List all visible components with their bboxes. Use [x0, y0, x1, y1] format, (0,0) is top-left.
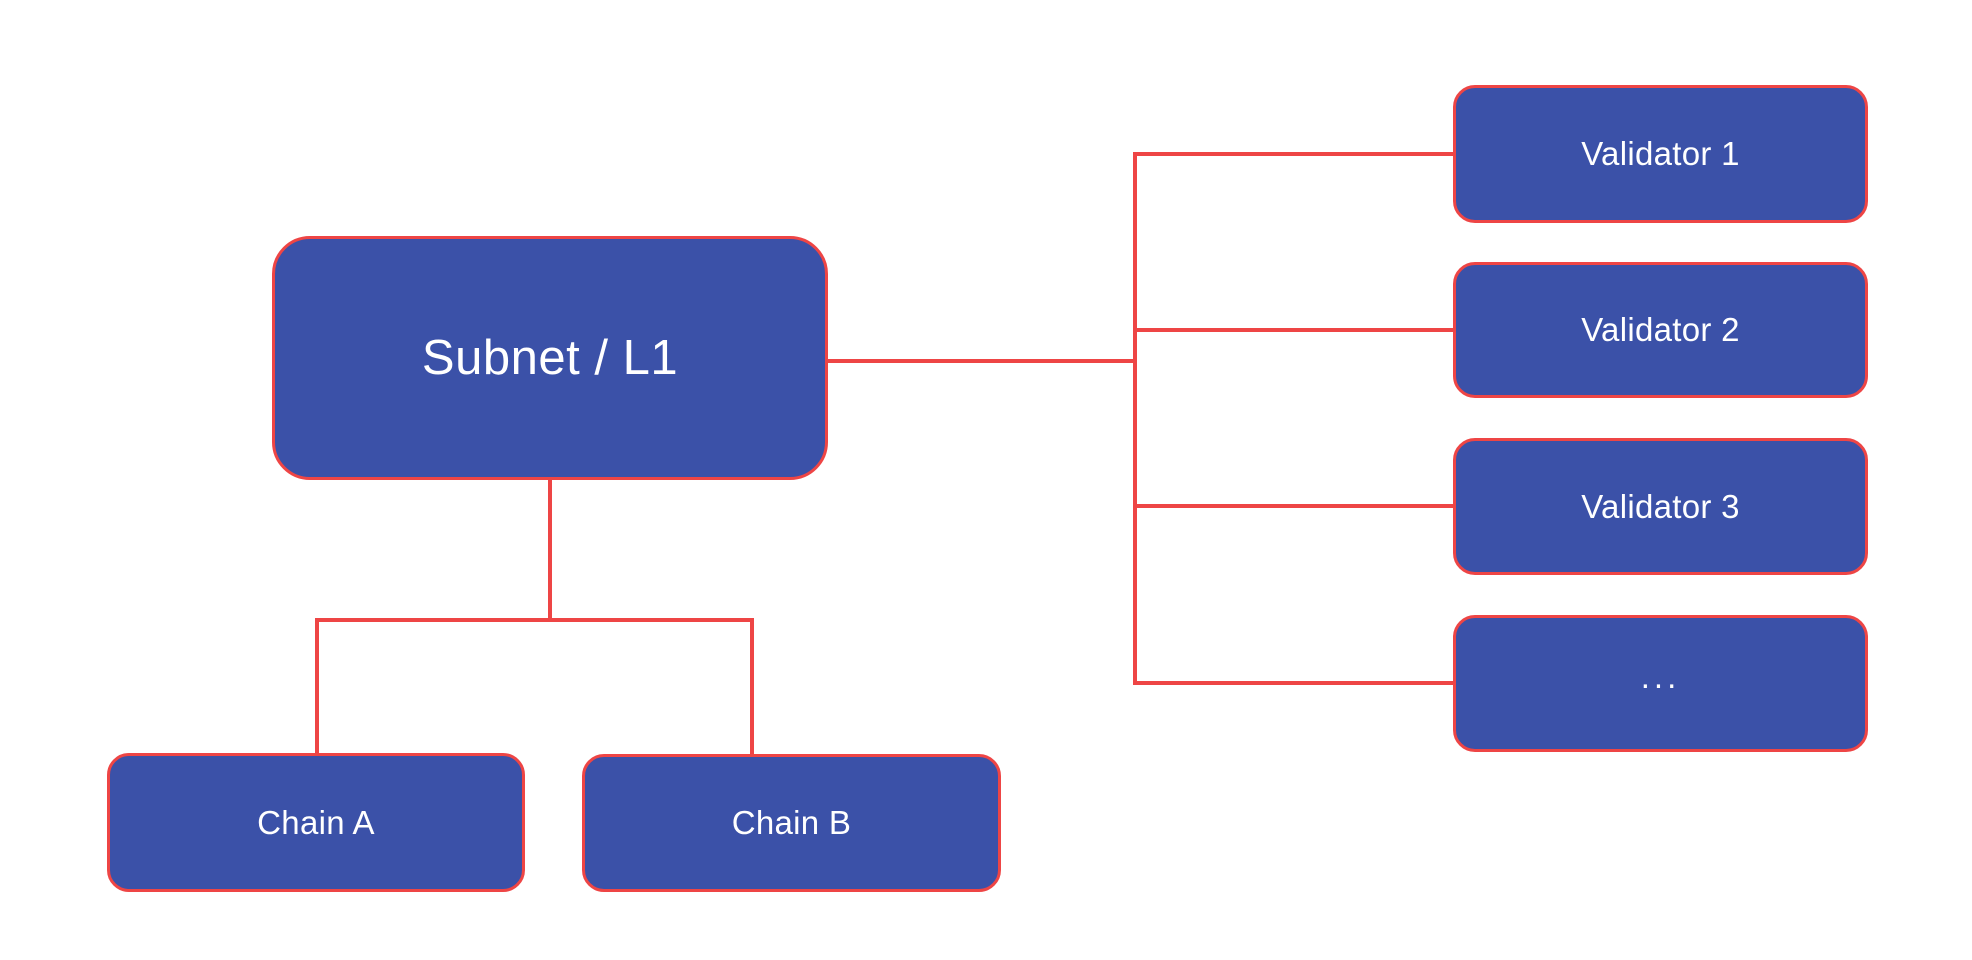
node-subnet-l1-label: Subnet / L1	[421, 331, 679, 385]
node-validator-2: Validator 2	[1453, 262, 1868, 398]
node-validator-1: Validator 1	[1453, 85, 1868, 223]
edge-subnet-to-chains-bar	[548, 478, 552, 622]
node-chain-b: Chain B	[582, 754, 1001, 892]
node-subnet-l1: Subnet / L1	[272, 236, 828, 480]
edge-bar-to-chain-b	[750, 618, 754, 756]
edge-trunk-to-validator-more	[1133, 681, 1455, 685]
edge-bar-to-chain-a	[315, 618, 319, 755]
edge-trunk-to-validator3	[1133, 504, 1455, 508]
edge-validator-trunk	[1133, 152, 1137, 685]
edge-subnet-to-trunk	[826, 359, 1137, 363]
node-validator-2-label: Validator 2	[1581, 311, 1740, 348]
node-validator-more: ...	[1453, 615, 1868, 752]
edge-trunk-to-validator2	[1133, 328, 1455, 332]
node-validator-3: Validator 3	[1453, 438, 1868, 575]
node-chain-b-label: Chain B	[731, 804, 852, 841]
edge-chains-bar	[315, 618, 754, 622]
node-validator-1-label: Validator 1	[1581, 135, 1740, 172]
node-validator-3-label: Validator 3	[1581, 487, 1740, 525]
node-chain-a-label: Chain A	[257, 803, 375, 841]
node-chain-a: Chain A	[107, 753, 525, 892]
node-validator-more-label: ...	[1640, 657, 1681, 695]
edge-trunk-to-validator1	[1133, 152, 1455, 156]
